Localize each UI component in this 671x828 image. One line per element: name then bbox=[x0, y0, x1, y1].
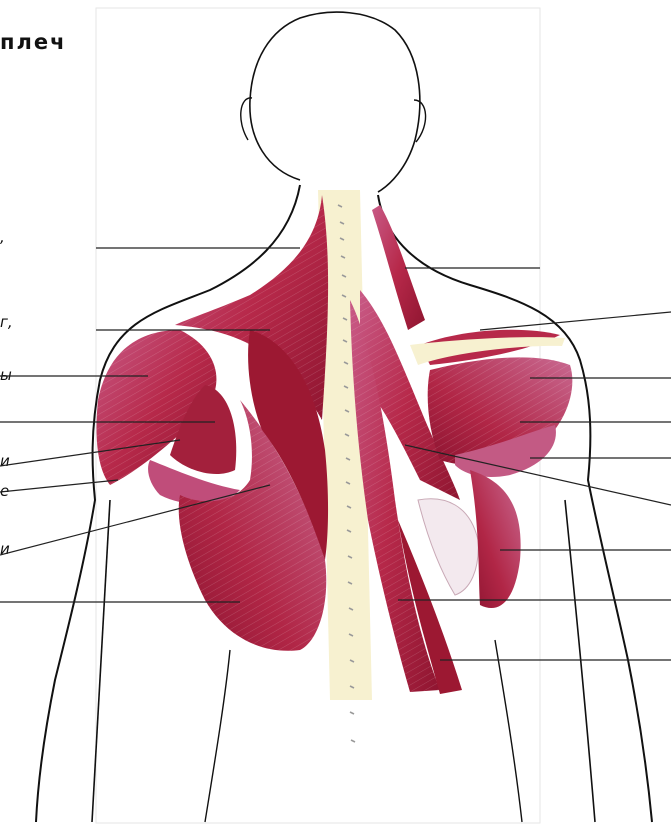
right-arm-inner bbox=[565, 500, 595, 822]
